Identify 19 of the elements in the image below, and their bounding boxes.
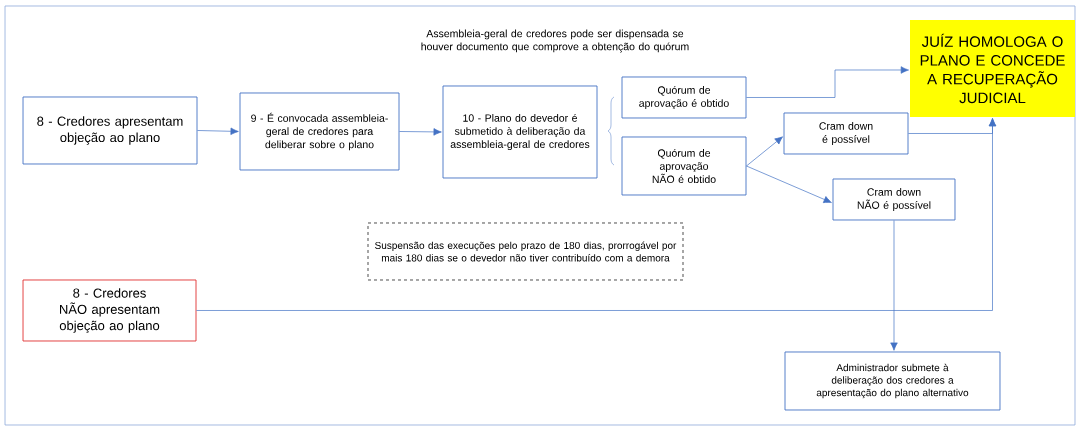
arrow <box>746 165 832 203</box>
arrow <box>196 118 997 311</box>
arrow <box>746 66 909 98</box>
process-box: 9 - É convocada assembleia-geral de credores para deliberar sobre o plano <box>239 92 400 171</box>
process-box: Quórum de aprovação NÃO é obtido <box>621 136 747 196</box>
process-box: Cram down é possível <box>783 112 909 155</box>
process-box: 10 - Plano do devedor é submetido à deliberação da assembleia-geral de credores <box>442 85 598 179</box>
process-box: 8 - Credores apresentam objeção ao plano <box>22 96 198 165</box>
note-text: Assembleia-geral de credores pode ser dispensada se houver documento que comprove a obtenção do quórum <box>421 29 689 53</box>
arrow <box>197 127 239 135</box>
arrow <box>746 136 783 167</box>
process-box: Cram down NÃO é possível <box>832 178 956 221</box>
process-box: Quórum de aprovação é obtido <box>621 76 747 119</box>
note-box: Suspensão das execuções pelo prazo de 180 dias, prorrogável por mais 180 dias se o devedor não tiver contribuído com a demora <box>367 222 684 281</box>
process-box: 8 - Credores NÃO apresentam objeção ao plano <box>22 279 197 342</box>
result-box: JUÍZ HOMOLOGA O PLANO E CONCEDE A RECUPERAÇÃO JUDICIAL <box>910 20 1075 117</box>
process-box: Administrador submete à deliberação dos credores a apresentação do plano alternativo <box>784 351 1001 411</box>
arrow <box>890 220 898 351</box>
arrow <box>399 128 442 136</box>
